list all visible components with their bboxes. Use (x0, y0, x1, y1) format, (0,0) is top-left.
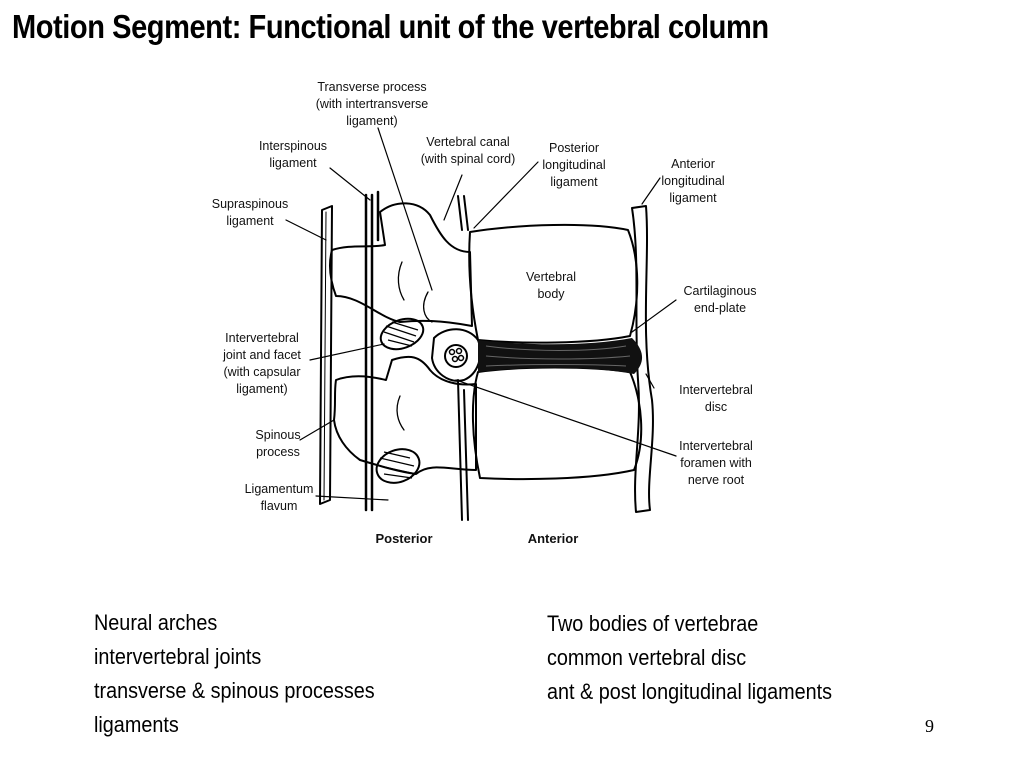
label-vertebral-canal: Vertebral canal (with spinal cord) (420, 135, 516, 166)
label-intervertebral-disc: Intervertebral disc (679, 383, 753, 414)
label-intervertebral-foramen: Intervertebral foramen with nerve root (679, 439, 753, 487)
left-item: Neural arches (94, 610, 218, 635)
label-vertebral-body: Vertebral body (525, 270, 577, 301)
upper-neural-arch (328, 202, 473, 327)
lower-vertebral-body (471, 366, 643, 481)
label-transverse-process: Transverse process (with intertransverse… (315, 80, 429, 128)
label-anterior-longitudinal-ligament: Anterior longitudinal ligament (661, 157, 725, 205)
page-number: 9 (925, 716, 934, 736)
nerve-root (444, 344, 468, 368)
right-item: ant & post longitudinal ligaments (547, 679, 833, 704)
intervertebral-foramen (431, 328, 482, 382)
right-column-list: Two bodies of vertebrae common vertebral… (547, 607, 832, 709)
posterior-longitudinal-ligament-shape (457, 195, 469, 521)
label-posterior-longitudinal-ligament: Posterior longitudinal ligament (542, 141, 606, 189)
right-item: common vertebral disc (547, 645, 747, 670)
lower-facet-joint (375, 448, 421, 484)
label-intervertebral-joint: Intervertebral joint and facet (with cap… (223, 331, 301, 396)
label-anterior: Anterior (527, 531, 579, 546)
label-cartilaginous-end-plate: Cartilaginous end-plate (683, 284, 757, 315)
slide-title: Motion Segment: Functional unit of the v… (12, 8, 769, 45)
supraspinous-ligament-shape (319, 205, 333, 505)
label-posterior: Posterior (375, 531, 433, 546)
label-interspinous-ligament: Interspinous ligament (258, 139, 328, 170)
label-spinous-process: Spinous process (255, 428, 301, 459)
upper-vertebral-body (468, 223, 639, 344)
upper-facet-joint (379, 317, 425, 351)
lower-neural-arch (333, 355, 477, 475)
left-item: ligaments (94, 712, 179, 737)
left-item: intervertebral joints (94, 644, 262, 669)
anterior-longitudinal-ligament-shape (631, 205, 654, 513)
interspinous-lines (364, 190, 380, 512)
label-ligamentum-flavum: Ligamentum flavum (244, 482, 314, 513)
intervertebral-disc-shape (478, 338, 643, 374)
label-supraspinous-ligament: Supraspinous ligament (211, 197, 289, 228)
left-item: transverse & spinous processes (94, 678, 375, 703)
right-item: Two bodies of vertebrae (547, 611, 759, 636)
left-column-list: Neural arches intervertebral joints tran… (94, 606, 375, 742)
